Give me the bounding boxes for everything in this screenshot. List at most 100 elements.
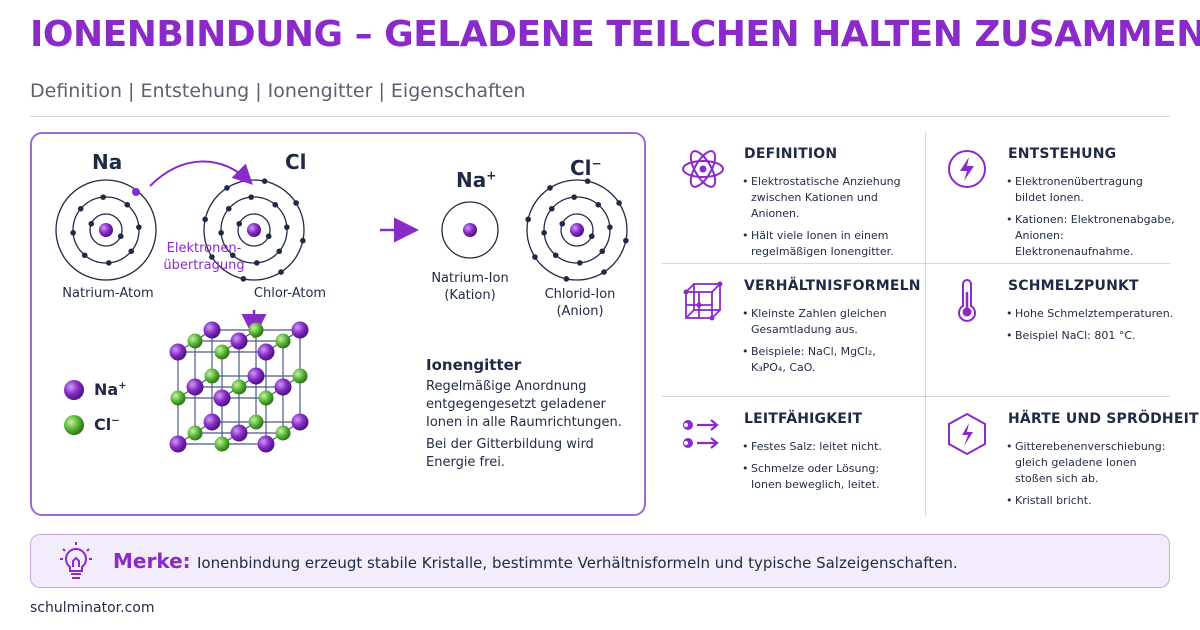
cl-ion-ball bbox=[214, 344, 230, 360]
card-entstehung-item: Elektronenübertragung bildet Ionen. bbox=[1006, 174, 1176, 206]
chlor-atom bbox=[202, 178, 306, 282]
electron-shell bbox=[560, 213, 594, 247]
electron bbox=[284, 224, 290, 230]
natrium-ion bbox=[441, 201, 499, 259]
card-verhaeltnisformeln: VERHÄLTNISFORMELN Kleinste Zahlen gleich… bbox=[662, 264, 920, 392]
cl-ion-ball bbox=[170, 390, 186, 406]
cl-symbol: Cl bbox=[285, 150, 307, 174]
na-ion-ball bbox=[257, 343, 275, 361]
card-schmelzpunkt-title: SCHMELZPUNKT bbox=[1008, 278, 1139, 294]
card-schmelzpunkt: SCHMELZPUNKT Hohe Schmelztemperaturen. B… bbox=[926, 264, 1180, 392]
natrium-ion-label: Natrium-Ion (Kation) bbox=[431, 271, 509, 303]
broken-crystal-icon bbox=[948, 412, 986, 456]
na-ion-ball bbox=[247, 367, 265, 385]
card-definition-item: Hält viele Ionen in einem regelmäßigen I… bbox=[742, 228, 912, 260]
card-haerte-item: Gitterebenenverschiebung: gleich geladen… bbox=[1006, 439, 1176, 487]
electron bbox=[278, 269, 284, 275]
ion-arrows-icon bbox=[683, 419, 719, 449]
na-ion-ball bbox=[230, 424, 248, 442]
electron bbox=[548, 205, 555, 212]
transferred-electron bbox=[132, 188, 140, 196]
electron-shell bbox=[441, 201, 499, 259]
lattice-energy-note: Bei der Gitterbildung wird Energie frei. bbox=[426, 437, 594, 470]
electron bbox=[571, 194, 577, 200]
na-symbol: Na bbox=[92, 150, 123, 174]
electron bbox=[525, 216, 531, 223]
card-leitfaehigkeit-title: LEITFÄHIGKEIT bbox=[744, 411, 863, 427]
natrium-atom-label: Natrium-Atom bbox=[62, 286, 154, 301]
electron bbox=[532, 254, 538, 260]
card-schmelzpunkt-item: Beispiel NaCl: 801 °C. bbox=[1006, 328, 1176, 344]
electron bbox=[218, 230, 224, 236]
electron bbox=[77, 205, 84, 212]
card-leitfaehigkeit-item: Schmelze oder Lösung: Ionen beweglich, l… bbox=[742, 461, 912, 493]
legend-cl-label: Cl− bbox=[94, 415, 120, 434]
electron bbox=[616, 200, 622, 206]
cl-ion-ball bbox=[187, 425, 203, 441]
electron-shell bbox=[203, 179, 305, 281]
electron-shell bbox=[220, 196, 288, 264]
properties-grid: DEFINITION Elektrostatische Anziehung zw… bbox=[662, 132, 1199, 516]
electron bbox=[577, 260, 583, 266]
card-definition-title: DEFINITION bbox=[744, 146, 838, 162]
electron bbox=[276, 248, 283, 255]
cl-ion-ball bbox=[231, 379, 247, 395]
electron bbox=[202, 216, 208, 223]
electron bbox=[563, 276, 570, 282]
electron bbox=[124, 201, 131, 208]
card-leitfaehigkeit-item: Festes Salz: leitet nicht. bbox=[742, 439, 912, 455]
nucleus bbox=[247, 223, 261, 237]
na-ion-symbol: Na+ bbox=[456, 168, 497, 192]
electron bbox=[601, 269, 607, 275]
cl-ion-ball bbox=[275, 333, 291, 349]
electron bbox=[117, 233, 124, 240]
legend-na-ball bbox=[64, 380, 84, 400]
ion-formation-panel: Na Cl Na+ Cl− Elektronen- übertragung Na… bbox=[30, 132, 646, 516]
cl-ion-ball bbox=[258, 390, 274, 406]
na-ion-ball bbox=[169, 343, 187, 361]
na-ion-ball bbox=[230, 332, 248, 350]
lightbulb-icon bbox=[60, 542, 92, 579]
electron bbox=[240, 276, 247, 282]
cube-lattice-icon bbox=[683, 281, 723, 321]
electron bbox=[81, 252, 88, 259]
atom-icon bbox=[682, 150, 724, 188]
card-entstehung-item: Kationen: Elektronenabgabe, Anionen: Ele… bbox=[1006, 212, 1176, 260]
chlor-atom-label: Chlor-Atom bbox=[253, 286, 327, 301]
electron bbox=[261, 178, 268, 184]
electron bbox=[225, 205, 232, 212]
chlorid-ion bbox=[525, 178, 629, 282]
electron bbox=[623, 237, 629, 244]
cl-ion-ball bbox=[187, 333, 203, 349]
card-haerte-item: Kristall bricht. bbox=[1006, 493, 1176, 509]
electron bbox=[106, 260, 112, 266]
electron bbox=[595, 201, 602, 208]
na-ion-ball bbox=[203, 413, 221, 431]
electron-transfer-arrow bbox=[149, 160, 253, 187]
electron bbox=[100, 194, 106, 200]
cl-ion-symbol: Cl− bbox=[570, 156, 602, 180]
cl-ion-ball bbox=[292, 368, 308, 384]
grid-divider-v bbox=[925, 132, 926, 516]
nucleus bbox=[99, 223, 113, 237]
header-divider bbox=[30, 116, 1170, 117]
na-ion-ball bbox=[291, 321, 309, 339]
na-ion-ball bbox=[169, 435, 187, 453]
card-entstehung-title: ENTSTEHUNG bbox=[1008, 146, 1117, 162]
grid-divider-h1 bbox=[662, 263, 1170, 264]
na-ion-ball bbox=[213, 389, 231, 407]
chlorid-ion-label: Chlorid-Ion (Anion) bbox=[544, 287, 616, 319]
electron bbox=[584, 178, 591, 184]
page-title: IONENBINDUNG – GELADENE TEILCHEN HALTEN … bbox=[30, 14, 1200, 55]
electron bbox=[70, 230, 76, 236]
electron bbox=[128, 248, 135, 255]
cl-ion-ball bbox=[275, 425, 291, 441]
grid-divider-h2 bbox=[662, 396, 1170, 397]
merke-text: Ionenbindung erzeugt stabile Kristalle, … bbox=[197, 554, 958, 572]
page-subtitle: Definition | Entstehung | Ionengitter | … bbox=[30, 80, 526, 102]
electron bbox=[236, 220, 243, 227]
merke-label: Merke: bbox=[113, 549, 191, 573]
cl-ion-ball bbox=[248, 322, 264, 338]
na-ion-ball bbox=[203, 321, 221, 339]
card-definition-item: Elektrostatische Anziehung zwischen Kati… bbox=[742, 174, 912, 222]
